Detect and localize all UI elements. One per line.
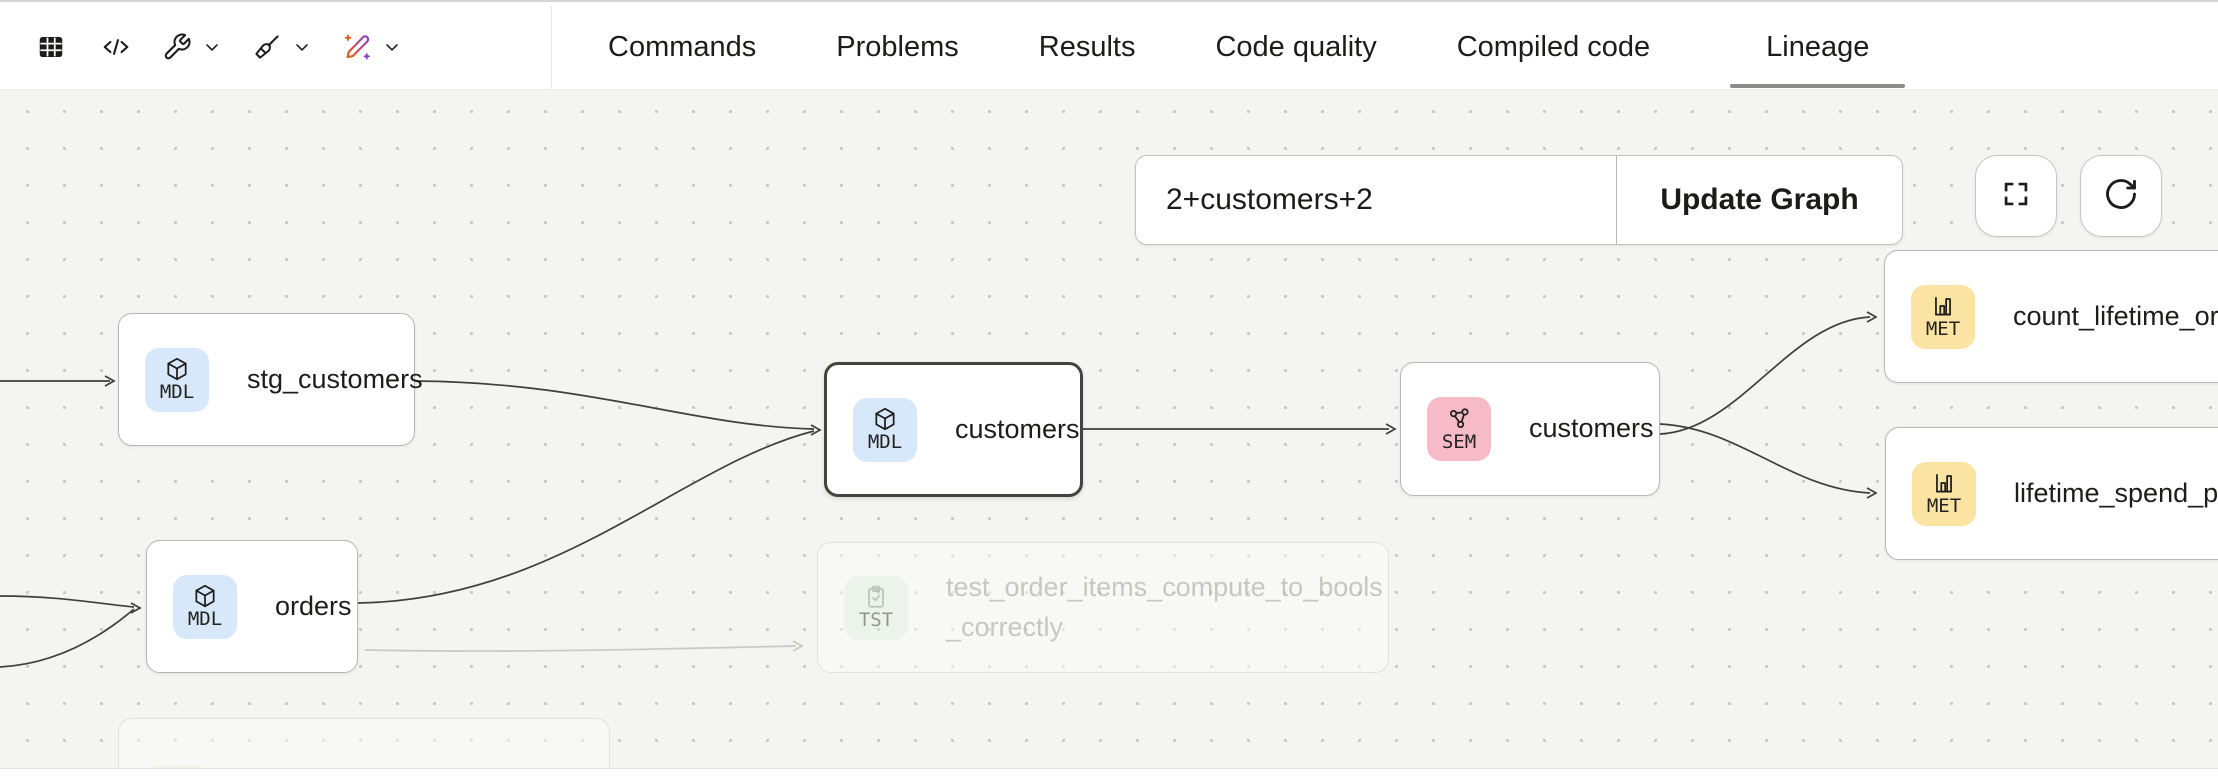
edge	[1659, 423, 1871, 494]
edge-arrowhead	[1385, 423, 1397, 435]
refresh-button[interactable]	[2080, 155, 2162, 237]
bottom-panel-edge	[0, 768, 2218, 780]
node-label: customers	[955, 413, 1080, 444]
table-icon	[36, 32, 66, 62]
node-test-partial[interactable]: TST	[118, 718, 610, 768]
model-badge: MDL	[145, 347, 209, 412]
badge-type-label: MDL	[187, 608, 223, 631]
magic-wand-icon	[342, 32, 372, 62]
edge-arrowhead	[1866, 487, 1878, 499]
fullscreen-icon	[1999, 177, 2033, 216]
broom-button[interactable]	[252, 23, 312, 71]
model-badge: MDL	[853, 397, 917, 462]
bar-chart-icon	[1936, 474, 1952, 493]
graph-filter-input[interactable]	[1136, 156, 1616, 244]
edge-arrowhead-faded	[792, 640, 804, 652]
edge-faded	[364, 645, 797, 652]
edge-arrowhead	[1866, 311, 1878, 323]
toolbar-divider	[551, 6, 552, 92]
node-label: customers	[1529, 413, 1654, 444]
edge	[414, 380, 815, 430]
editor-tool-icons	[0, 2, 402, 92]
semantic-badge: SEM	[1427, 397, 1491, 461]
node-label: orders	[275, 590, 352, 621]
magic-wand-button[interactable]	[342, 23, 402, 71]
bar-chart-icon	[1935, 297, 1951, 316]
refresh-icon	[2103, 176, 2139, 217]
network-icon	[1450, 407, 1469, 428]
badge-type-label: MDL	[867, 431, 903, 454]
badge-type-label: MET	[1926, 495, 1962, 518]
edge-arrowhead	[130, 602, 142, 614]
tab-compiled-code[interactable]: Compiled code	[1456, 30, 1651, 63]
model-badge: MDL	[173, 574, 237, 639]
node-test-order-items[interactable]: TST test_order_items_compute_to_bools_co…	[817, 542, 1389, 673]
badge-type-label: MET	[1925, 318, 1961, 341]
node-stg-customers[interactable]: MDL stg_customers	[118, 313, 423, 446]
node-lifetime-spend-pretax[interactable]: MET lifetime_spend_pretax	[1885, 427, 2218, 560]
node-label: stg_customers	[247, 363, 423, 394]
edge	[0, 595, 135, 608]
edge	[1659, 316, 1871, 435]
chevron-down-icon[interactable]	[202, 37, 222, 57]
cube-icon	[167, 357, 187, 381]
tab-code-quality[interactable]: Code quality	[1215, 30, 1377, 63]
tab-problems[interactable]: Problems	[836, 30, 959, 63]
code-button[interactable]	[100, 23, 132, 71]
test-badge: TST	[145, 766, 209, 768]
test-badge: TST	[844, 575, 908, 640]
tab-bar: Commands Problems Results Code quality C…	[551, 2, 1906, 92]
edge	[0, 608, 135, 668]
badge-type-label: MDL	[159, 381, 195, 404]
lineage-canvas[interactable]: MDL stg_customers MDL orders MDL custome…	[0, 90, 2218, 768]
wrench-button[interactable]	[162, 23, 222, 71]
tab-results[interactable]: Results	[1038, 30, 1136, 63]
update-graph-button[interactable]: Update Graph	[1616, 156, 1902, 244]
metric-badge: MET	[1911, 284, 1975, 349]
badge-type-label: TST	[858, 609, 894, 632]
node-label: count_lifetime_orders	[2013, 300, 2218, 331]
tab-lineage[interactable]: Lineage	[1730, 2, 1906, 92]
metric-badge: MET	[1912, 461, 1976, 526]
code-icon	[100, 32, 132, 62]
edge-arrowhead	[810, 424, 822, 436]
top-toolbar: Commands Problems Results Code quality C…	[0, 0, 2218, 92]
wrench-icon	[162, 32, 192, 62]
node-count-lifetime-orders[interactable]: MET count_lifetime_orders	[1884, 250, 2218, 383]
cube-icon	[195, 584, 215, 608]
chevron-down-icon[interactable]	[382, 37, 402, 57]
broom-icon	[252, 32, 282, 62]
node-label: test_order_items_compute_to_bools_correc…	[946, 572, 1383, 642]
table-button[interactable]	[36, 23, 66, 71]
chevron-down-icon[interactable]	[292, 37, 312, 57]
fullscreen-button[interactable]	[1975, 155, 2057, 237]
clipboard-check-icon	[868, 585, 884, 608]
node-customers-model[interactable]: MDL customers	[824, 362, 1083, 497]
cube-icon	[875, 407, 895, 431]
node-customers-semantic[interactable]: SEM customers	[1400, 362, 1660, 496]
badge-type-label: SEM	[1441, 430, 1477, 453]
node-orders[interactable]: MDL orders	[146, 540, 358, 673]
edge	[357, 430, 815, 604]
tab-commands[interactable]: Commands	[608, 30, 757, 63]
graph-filter-group: Update Graph	[1135, 155, 1903, 245]
node-label: lifetime_spend_pretax	[2014, 477, 2218, 508]
edge-arrowhead	[104, 375, 116, 387]
